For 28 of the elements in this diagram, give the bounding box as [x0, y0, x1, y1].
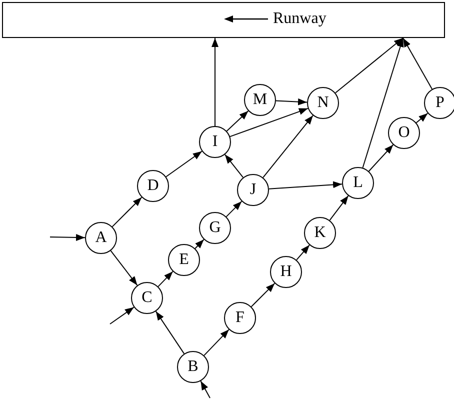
- arrow: [226, 110, 249, 132]
- arrow: [226, 200, 242, 218]
- runway-label: Runway: [273, 11, 326, 27]
- arrow: [166, 150, 202, 178]
- arrow: [158, 270, 174, 288]
- arrow: [110, 250, 138, 286]
- arrow: [230, 108, 308, 138]
- arrow: [268, 181, 343, 190]
- arrow: [262, 114, 314, 178]
- arrow: [416, 112, 428, 124]
- arrow: [212, 38, 218, 126]
- arrow: [329, 195, 349, 221]
- arrow: [155, 310, 185, 354]
- arrow: [402, 38, 433, 90]
- arrow: [362, 38, 404, 168]
- runway-box: [2, 2, 445, 38]
- arrow: [275, 98, 308, 106]
- arrow: [194, 239, 204, 249]
- arrow: [50, 234, 86, 241]
- arrow: [296, 244, 310, 260]
- arrow: [334, 38, 404, 94]
- arrow: [200, 380, 210, 398]
- arrow: [368, 144, 394, 172]
- arrow: [224, 154, 244, 178]
- arrow: [250, 282, 276, 308]
- arrow: [112, 196, 142, 228]
- arrow: [110, 306, 134, 324]
- arrow: [204, 329, 230, 356]
